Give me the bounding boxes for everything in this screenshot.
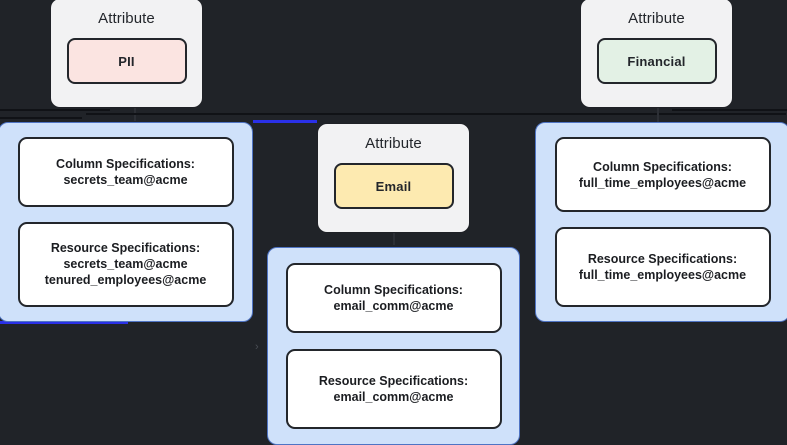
spec-box-heading: Column Specifications: bbox=[593, 159, 732, 174]
attribute-card-title: Attribute bbox=[98, 10, 155, 27]
spec-box-value: email_comm@acme bbox=[333, 389, 454, 404]
spec-box-resource-specifications[interactable]: Resource Specifications: full_time_emplo… bbox=[554, 226, 771, 307]
edge-email-down bbox=[393, 232, 395, 245]
spec-box-heading: Resource Specifications: bbox=[318, 373, 469, 388]
attribute-card-title: Attribute bbox=[365, 135, 422, 152]
spec-box-value: full_time_employees@acme bbox=[578, 175, 747, 190]
spec-box-value: full_time_employees@acme bbox=[578, 267, 747, 282]
spec-box-resource-specifications[interactable]: Resource Specifications: email_comm@acme bbox=[285, 348, 502, 429]
spec-box-heading: Resource Specifications: bbox=[587, 251, 738, 266]
edge-horizontal-bus bbox=[86, 113, 786, 115]
edge-email-highlight-top bbox=[253, 120, 317, 123]
attribute-chip-email[interactable]: Email bbox=[333, 163, 454, 209]
edge-pii-left-branch bbox=[0, 117, 82, 119]
spec-box-heading: Resource Specifications: bbox=[50, 241, 201, 256]
spec-box-heading: Column Specifications: bbox=[324, 283, 463, 298]
spec-box-value: secrets_team@acme bbox=[63, 173, 188, 188]
attribute-card-financial[interactable]: Attribute Financial bbox=[580, 0, 733, 108]
attribute-card-title: Attribute bbox=[628, 10, 685, 27]
attribute-card-pii[interactable]: Attribute PII bbox=[50, 0, 203, 108]
spec-group-email-comm[interactable]: Column Specifications: email_comm@acme R… bbox=[267, 247, 520, 445]
spec-box-value: secrets_team@acme bbox=[63, 257, 188, 272]
edge-financial-down bbox=[657, 108, 659, 122]
attribute-chip-pii[interactable]: PII bbox=[66, 38, 187, 84]
spec-box-column-specifications[interactable]: Column Specifications: full_time_employe… bbox=[554, 137, 771, 213]
spec-box-resource-specifications[interactable]: Resource Specifications: secrets_team@ac… bbox=[17, 221, 234, 307]
attribute-card-email[interactable]: Attribute Email bbox=[317, 123, 470, 233]
attribute-chip-financial[interactable]: Financial bbox=[596, 38, 717, 84]
spec-box-value: email_comm@acme bbox=[333, 299, 454, 314]
spec-box-column-specifications[interactable]: Column Specifications: email_comm@acme bbox=[285, 263, 502, 334]
spec-box-value: tenured_employees@acme bbox=[44, 273, 207, 288]
edge-right-branch bbox=[672, 109, 787, 111]
spec-group-full-time-employees[interactable]: Column Specifications: full_time_employe… bbox=[535, 122, 787, 322]
spec-box-column-specifications[interactable]: Column Specifications: secrets_team@acme bbox=[17, 137, 234, 208]
edge-pii-top-stub bbox=[0, 109, 110, 111]
spec-box-heading: Column Specifications: bbox=[56, 157, 195, 172]
collapse-toggle-icon[interactable]: › bbox=[255, 341, 259, 353]
spec-group-secrets-team[interactable]: Column Specifications: secrets_team@acme… bbox=[0, 122, 253, 322]
edge-secrets-highlight-bottom bbox=[0, 321, 128, 324]
